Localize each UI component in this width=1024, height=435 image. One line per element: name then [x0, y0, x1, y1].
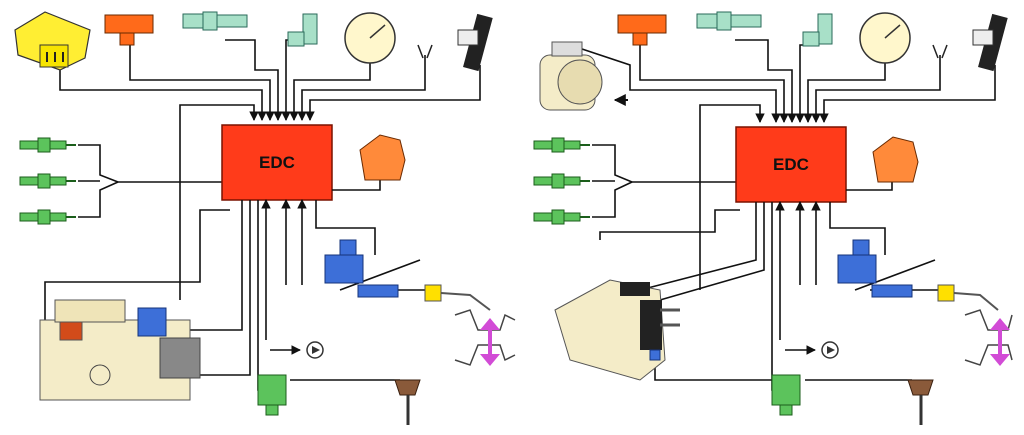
- lambda-sensor-icon: [696, 11, 762, 31]
- glow-plug-icon: [533, 137, 591, 225]
- speedometer-icon: [344, 12, 396, 64]
- panel-left: EDC: [14, 11, 516, 425]
- wires-top-right: [569, 39, 996, 290]
- vacuum-modulator-icon: [837, 239, 913, 298]
- wires-glowplugs-right: [592, 144, 740, 240]
- injector-icon: [424, 284, 491, 311]
- injection-pump-icon: [39, 299, 201, 401]
- switch-icon: [932, 44, 948, 59]
- accelerator-pedal-icon: [457, 13, 493, 72]
- relay-icon: [359, 134, 406, 181]
- air-mass-meter-icon: [539, 41, 628, 111]
- ecu-block-left: EDC: [221, 124, 333, 201]
- injector-icon: [937, 284, 999, 311]
- wires-top-left: [59, 39, 481, 300]
- ecu-label-left: EDC: [259, 153, 295, 172]
- wires-glowplugs-left: [44, 144, 230, 322]
- speed-sensor-icon: [287, 13, 318, 47]
- glow-plug-icon: [19, 137, 77, 225]
- switch-icon: [417, 44, 433, 59]
- egr-valve-icon: [907, 379, 934, 425]
- egr-solenoid-icon: [771, 374, 801, 416]
- ecu-block-right: EDC: [735, 126, 847, 203]
- turbo-valve-icon: [964, 309, 1013, 366]
- egr-valve-icon: [394, 379, 421, 425]
- accelerator-pedal-icon: [972, 13, 1008, 72]
- temperature-sensor-icon: [617, 14, 667, 46]
- ecu-label-right: EDC: [773, 155, 809, 174]
- map-sensor-icon: [14, 11, 91, 71]
- vacuum-pump-icon: [306, 341, 324, 359]
- panel-right: EDC: [533, 11, 1013, 425]
- vacuum-modulator-icon: [324, 239, 399, 298]
- injection-pump-icon: [554, 279, 680, 381]
- egr-solenoid-icon: [257, 374, 287, 416]
- lambda-sensor-icon: [182, 11, 248, 31]
- speed-sensor-icon: [802, 13, 833, 47]
- turbo-valve-icon: [454, 309, 516, 366]
- temperature-sensor-icon: [104, 14, 154, 46]
- vacuum-pump-icon: [821, 341, 839, 359]
- speedometer-icon: [859, 12, 911, 64]
- relay-icon: [872, 136, 919, 183]
